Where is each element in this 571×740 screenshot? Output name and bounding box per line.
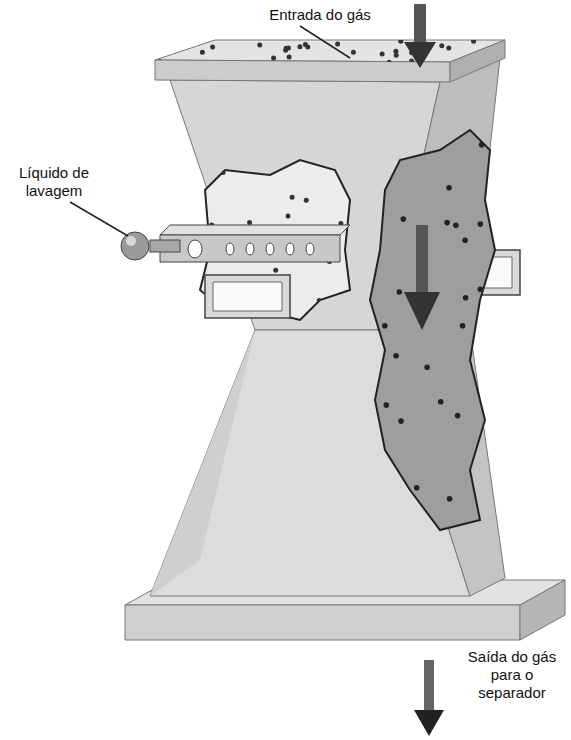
particle [398,39,403,44]
pipe-knob [121,232,149,260]
particle [463,295,469,301]
flow-arrow [404,4,436,68]
flow-arrow [414,660,444,736]
particles [368,128,498,521]
particle [380,51,385,56]
pipe-end [188,240,202,258]
particle [478,221,484,227]
callout-label: Líquido de lavagem [4,164,104,200]
particle [444,220,450,226]
particle [374,435,380,441]
inlet-top [155,40,505,62]
callout-label: Saída do gás para o separador [457,648,567,702]
particle [210,45,215,50]
particle [297,44,302,49]
particle [424,364,430,370]
particle [351,50,356,55]
particle [393,353,399,359]
particle [391,515,397,521]
particle [453,222,459,228]
particle [368,492,374,498]
inlet-rim-side [450,40,505,82]
particle [447,496,453,502]
duct-inner [213,282,282,311]
leader-line [70,202,128,236]
particle [472,59,477,64]
base-front [125,605,520,640]
particle [287,55,292,60]
particle [257,43,262,48]
particle [384,496,390,502]
particle [478,287,484,293]
duct-top [160,225,350,235]
pipe [150,240,180,252]
particle [393,49,398,54]
particle [286,214,291,219]
particle [335,42,340,47]
particles [158,39,486,65]
particle [397,289,403,295]
particle [430,140,436,146]
nozzle-holes [226,243,314,255]
inlet-rim [155,60,450,82]
particle [370,487,376,493]
callout-label: Entrada do gás [240,6,400,24]
particle [382,323,388,329]
particle [409,59,414,64]
particle [377,128,383,134]
particle [273,268,278,273]
particle [491,509,497,515]
particle [369,227,375,233]
particle [478,472,484,478]
particle [481,51,486,56]
particle [492,215,498,221]
duct-front [160,235,340,262]
knob-highlight [126,236,136,246]
base-side [520,580,565,640]
particle [158,60,163,65]
particle [401,216,407,222]
particle [471,39,476,44]
particle [446,46,451,51]
particle [317,298,322,303]
particle [478,490,484,496]
particle [438,399,444,405]
particle [247,220,252,225]
particle [476,54,481,59]
shading [150,330,255,596]
particle [446,185,452,191]
particle [290,195,295,200]
particle [381,495,387,501]
particle [476,57,481,62]
flow-arrow [404,225,440,330]
particle [304,198,309,203]
particle [221,170,226,175]
particle [462,237,468,243]
particle [271,56,276,61]
duct-opening [205,275,290,318]
particle [478,483,484,489]
particle [479,142,485,148]
particle [439,43,444,48]
particle [387,60,392,65]
particle [455,413,461,419]
particle [398,418,404,424]
particle [303,42,308,47]
right-cutaway [370,130,495,530]
particle [384,402,390,408]
particle [178,44,183,49]
particle [200,50,205,55]
particle [283,48,288,53]
particle [460,323,466,329]
particle [414,485,420,491]
leader-line [300,26,350,58]
